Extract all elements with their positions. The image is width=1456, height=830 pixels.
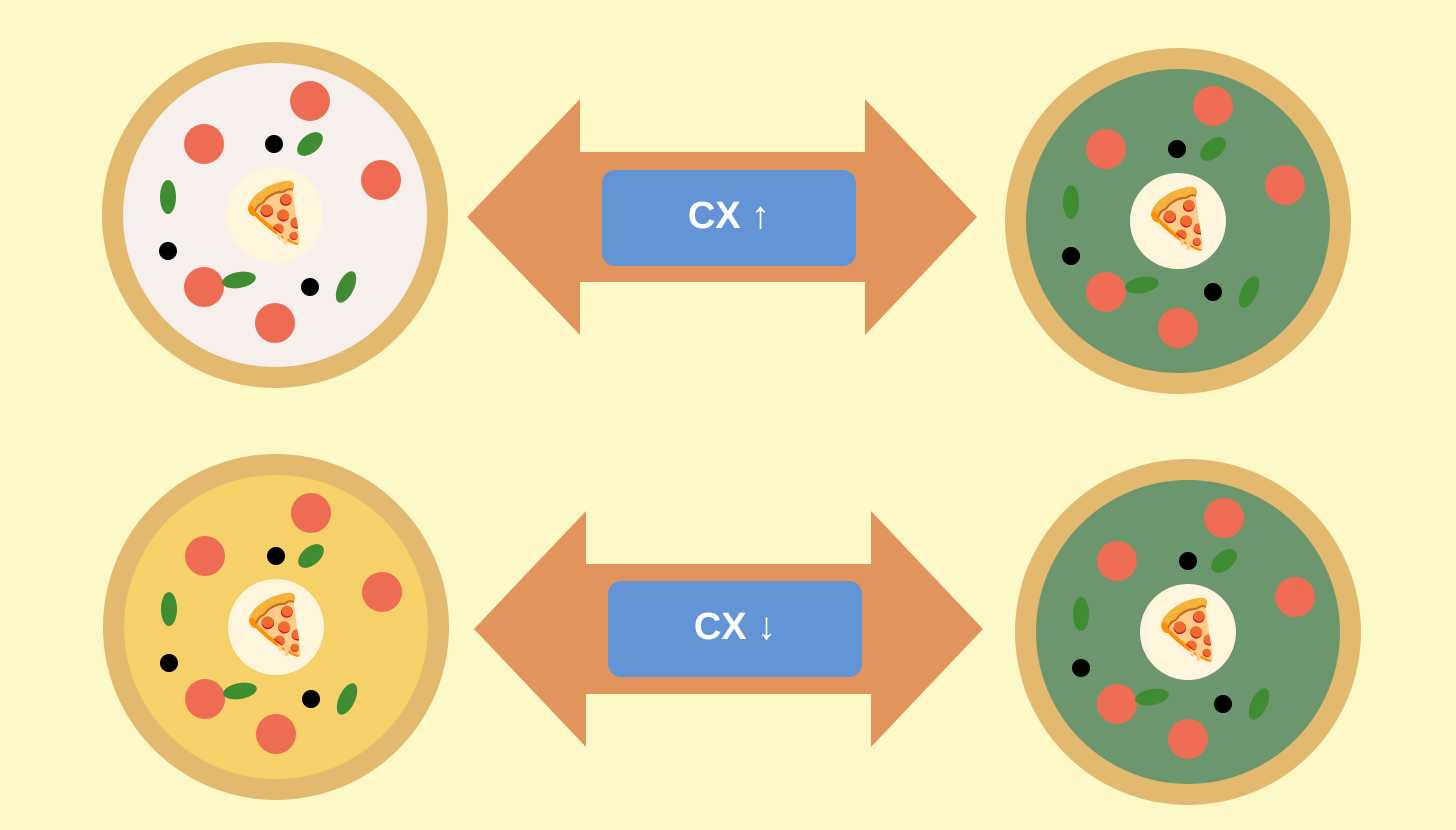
olive xyxy=(1072,659,1090,677)
tomato-slice xyxy=(1204,498,1244,538)
olive xyxy=(302,690,320,708)
basil-leaf xyxy=(222,271,256,289)
pizza-bottom-left: 🍕 xyxy=(103,454,449,800)
center-disc xyxy=(1140,584,1236,680)
olive xyxy=(1204,283,1222,301)
pizza-icon: 🍕 xyxy=(240,591,312,657)
tomato-slice xyxy=(1086,272,1126,312)
olive xyxy=(160,654,178,672)
arrow-top: CX ↑ xyxy=(467,99,977,335)
tomato-slice xyxy=(1097,684,1137,724)
basil-leaf xyxy=(335,271,357,303)
tomato-slice xyxy=(1086,129,1126,169)
basil-leaf xyxy=(1200,137,1226,161)
basil-leaf xyxy=(297,132,323,156)
basil-leaf xyxy=(336,683,358,715)
basil-leaf xyxy=(1135,688,1169,706)
olive xyxy=(1179,552,1197,570)
olive xyxy=(159,242,177,260)
arrow-bottom: CX ↓ xyxy=(474,511,983,747)
pizza-icon: 🍕 xyxy=(1142,185,1214,251)
pizza-top-left: 🍕 xyxy=(102,42,448,388)
pizza-icon: 🍕 xyxy=(1152,596,1224,662)
tomato-slice xyxy=(361,160,401,200)
olive xyxy=(1214,695,1232,713)
center-disc xyxy=(227,167,323,263)
label-box xyxy=(602,170,856,266)
arrow-label: CX ↓ xyxy=(694,606,776,648)
tomato-slice xyxy=(1265,165,1305,205)
basil-leaf xyxy=(1238,276,1260,308)
pizza-top-right: 🍕 xyxy=(1005,48,1351,394)
olive xyxy=(1168,140,1186,158)
basil-leaf xyxy=(223,682,257,700)
olive xyxy=(1062,247,1080,265)
tomato-slice xyxy=(185,536,225,576)
basil-leaf xyxy=(161,592,177,626)
basil-leaf xyxy=(160,180,176,214)
tomato-slice xyxy=(1275,577,1315,617)
tomato-slice xyxy=(184,267,224,307)
pizza-bottom-right: 🍕 xyxy=(1015,459,1361,805)
tomato-slice xyxy=(255,303,295,343)
label-box xyxy=(608,581,862,677)
tomato-slice xyxy=(290,81,330,121)
basil-leaf xyxy=(1248,688,1270,720)
basil-leaf xyxy=(1211,549,1237,573)
olive xyxy=(267,547,285,565)
tomato-slice xyxy=(185,679,225,719)
basil-leaf xyxy=(1063,185,1079,219)
olive xyxy=(301,278,319,296)
tomato-slice xyxy=(1158,308,1198,348)
tomato-slice xyxy=(184,124,224,164)
tomato-slice xyxy=(1193,86,1233,126)
basil-leaf xyxy=(298,544,324,568)
tomato-slice xyxy=(1168,719,1208,759)
basil-leaf xyxy=(1125,276,1159,294)
arrow-label: CX ↑ xyxy=(688,195,770,237)
tomato-slice xyxy=(1097,541,1137,581)
tomato-slice xyxy=(362,572,402,612)
tomato-slice xyxy=(291,493,331,533)
tomato-slice xyxy=(256,714,296,754)
pizza-icon: 🍕 xyxy=(239,179,311,245)
center-disc xyxy=(1130,173,1226,269)
basil-leaf xyxy=(1073,597,1089,631)
center-disc xyxy=(228,579,324,675)
olive xyxy=(265,135,283,153)
